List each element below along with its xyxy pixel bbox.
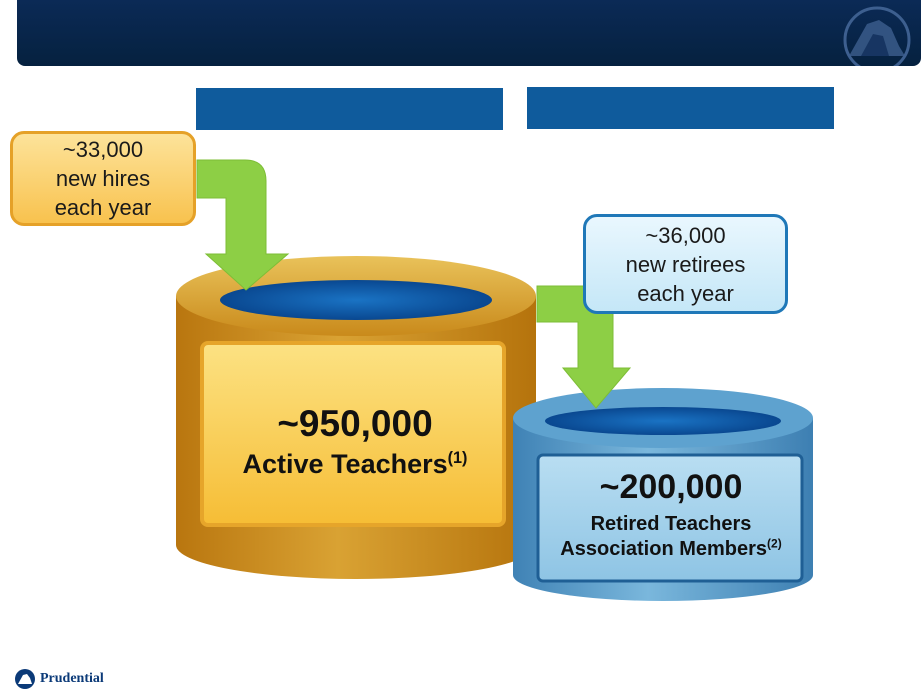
brand-name: Prudential — [40, 671, 104, 686]
new-hires-period: each year — [54, 195, 152, 220]
retired-teachers-text: Association Members — [560, 538, 768, 560]
header-banner — [17, 0, 921, 66]
active-teachers-label: Active Teachers(1) — [200, 446, 510, 482]
new-retirees-text: new retirees — [625, 251, 746, 277]
new-hires-text: new hires — [55, 166, 151, 191]
new-hires-callout: ~33,000 new hires each year — [10, 131, 196, 226]
new-retirees-callout: ~36,000 new retirees each year — [583, 214, 788, 314]
new-retirees-count: ~36,000 — [645, 222, 726, 248]
retired-teachers-label-line1: Retired Teachers — [590, 513, 752, 535]
footnote-marker: (2) — [767, 536, 782, 551]
new-hires-arrow — [196, 159, 290, 291]
footnote-marker: (1) — [447, 449, 468, 467]
footer-logo: Prudential — [14, 668, 104, 690]
retired-teachers-barrel — [513, 388, 813, 601]
active-teachers-text: Active Teachers — [242, 449, 448, 479]
retired-teachers-count: ~200,000 — [599, 468, 743, 506]
water-surface — [220, 280, 492, 320]
section-label-bar-left — [196, 88, 503, 130]
active-teachers-count: ~950,000 — [277, 403, 433, 444]
active-teachers-panel — [200, 341, 506, 527]
retired-teachers-label-line2: Association Members(2) — [540, 537, 802, 562]
new-hires-count: ~33,000 — [62, 137, 144, 162]
retired-teachers-panel — [536, 453, 804, 583]
rock-icon — [15, 669, 35, 689]
active-teachers-barrel — [176, 256, 536, 579]
section-label-bar-right — [527, 87, 834, 129]
water-surface — [545, 407, 781, 435]
rock-icon — [843, 6, 911, 66]
new-retirees-period: each year — [637, 280, 734, 306]
